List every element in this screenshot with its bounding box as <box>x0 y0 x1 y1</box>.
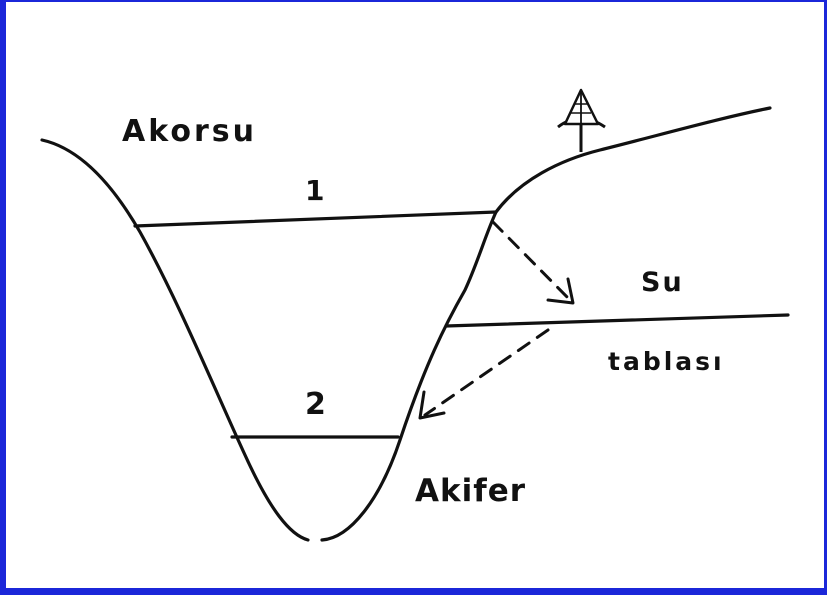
water-level-2-label: 2 <box>305 387 326 422</box>
water-table-label-line2: tablası <box>608 347 725 376</box>
stream-label: Akorsu <box>122 114 257 149</box>
water-level-1-line <box>133 210 498 228</box>
water-table-line <box>444 313 790 328</box>
seepage-arrow-in-head <box>418 390 446 420</box>
valley-profile <box>40 138 310 542</box>
seepage-arrow-out <box>491 220 572 302</box>
valley-right-bank <box>320 106 772 542</box>
tree-icon <box>557 88 606 152</box>
seepage-arrow-in <box>423 328 550 417</box>
water-table-label-line1: Su <box>641 267 684 298</box>
seepage-arrow-out-head <box>546 277 575 305</box>
aquifer-label: Akifer <box>415 473 526 509</box>
water-level-1-label: 1 <box>305 174 324 207</box>
